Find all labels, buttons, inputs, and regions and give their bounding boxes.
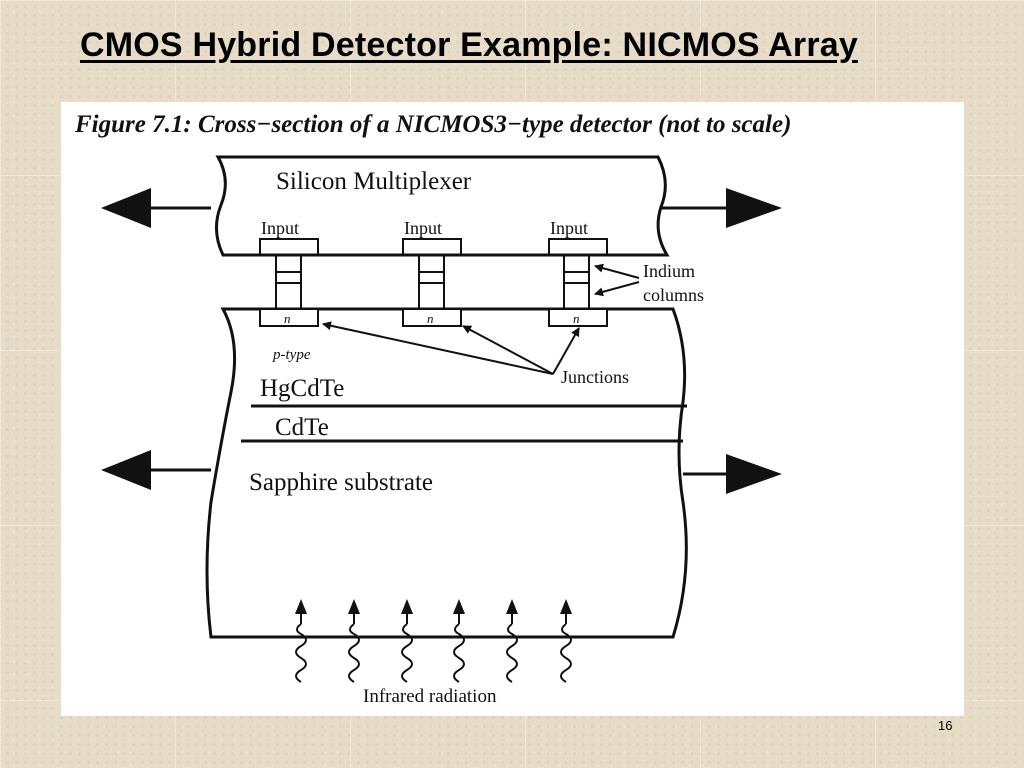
junction-pad-2: n <box>402 308 462 327</box>
ir-ray-2 <box>348 599 360 683</box>
ir-arrow-icon-5 <box>506 599 518 614</box>
n-label-2: n <box>427 311 434 326</box>
sapphire-label: Sapphire substrate <box>249 469 433 496</box>
input-label-3: Input <box>550 218 588 238</box>
input-pad-1: Input <box>259 218 319 256</box>
figure-caption: Figure 7.1: Cross−section of a NICMOS3−t… <box>74 111 791 138</box>
indium-label: Indium <box>643 261 695 281</box>
detector-body-layer <box>205 307 688 639</box>
indium-arrow-2 <box>594 281 640 297</box>
hgcdte-label: HgCdTe <box>260 375 344 402</box>
page-number: 16 <box>938 718 953 733</box>
indium-column-1 <box>275 254 302 310</box>
indium-column-2 <box>418 254 445 310</box>
left-arrow-bottom-icon <box>101 450 151 490</box>
right-arrow-top-icon <box>726 188 782 228</box>
n-label-3: n <box>573 311 580 326</box>
right-arrow-bottom-icon <box>726 454 782 494</box>
input-label-1: Input <box>261 218 299 238</box>
n-label-1: n <box>284 311 291 326</box>
junction-arrow-1 <box>322 321 554 375</box>
ir-arrow-icon-1 <box>295 599 307 614</box>
infrared-radiation-label: Infrared radiation <box>363 686 497 707</box>
figure-caption-text: Cross−section of a NICMOS3−type detector… <box>192 111 792 138</box>
junction-arrow-3 <box>552 327 580 375</box>
silicon-multiplexer-label: Silicon Multiplexer <box>276 168 472 195</box>
junctions-label: Junctions <box>561 367 629 387</box>
cdte-label: CdTe <box>275 414 329 441</box>
ir-arrow-icon-3 <box>401 599 413 614</box>
figure-caption-prefix: Figure 7.1: <box>74 111 192 138</box>
ir-ray-4 <box>453 599 465 683</box>
ir-ray-1 <box>295 599 307 683</box>
silicon-multiplexer-layer <box>215 155 670 257</box>
ir-arrow-icon-2 <box>348 599 360 614</box>
input-pad-2: Input <box>402 218 462 256</box>
ir-ray-5 <box>506 599 518 683</box>
cross-section-diagram: Figure 7.1: Cross−section of a NICMOS3−t… <box>74 111 791 707</box>
columns-label: columns <box>643 285 704 305</box>
indium-column-3 <box>563 254 590 310</box>
ir-arrow-icon-4 <box>453 599 465 614</box>
ir-ray-6 <box>560 599 572 683</box>
slide-title: CMOS Hybrid Detector Example: NICMOS Arr… <box>80 26 858 64</box>
left-arrow-top-icon <box>101 188 151 228</box>
junction-pad-1: n <box>259 308 319 327</box>
ir-ray-3 <box>401 599 413 683</box>
indium-arrow-1 <box>594 263 640 279</box>
figure-panel: Figure 7.1: Cross−section of a NICMOS3−t… <box>61 102 964 716</box>
infrared-rays <box>295 599 572 683</box>
junction-arrow-2 <box>462 325 554 375</box>
input-label-2: Input <box>404 218 442 238</box>
ir-arrow-icon-6 <box>560 599 572 614</box>
input-pad-3: Input <box>548 218 608 256</box>
p-type-label: p-type <box>272 347 311 363</box>
junction-pad-3: n <box>548 308 608 327</box>
